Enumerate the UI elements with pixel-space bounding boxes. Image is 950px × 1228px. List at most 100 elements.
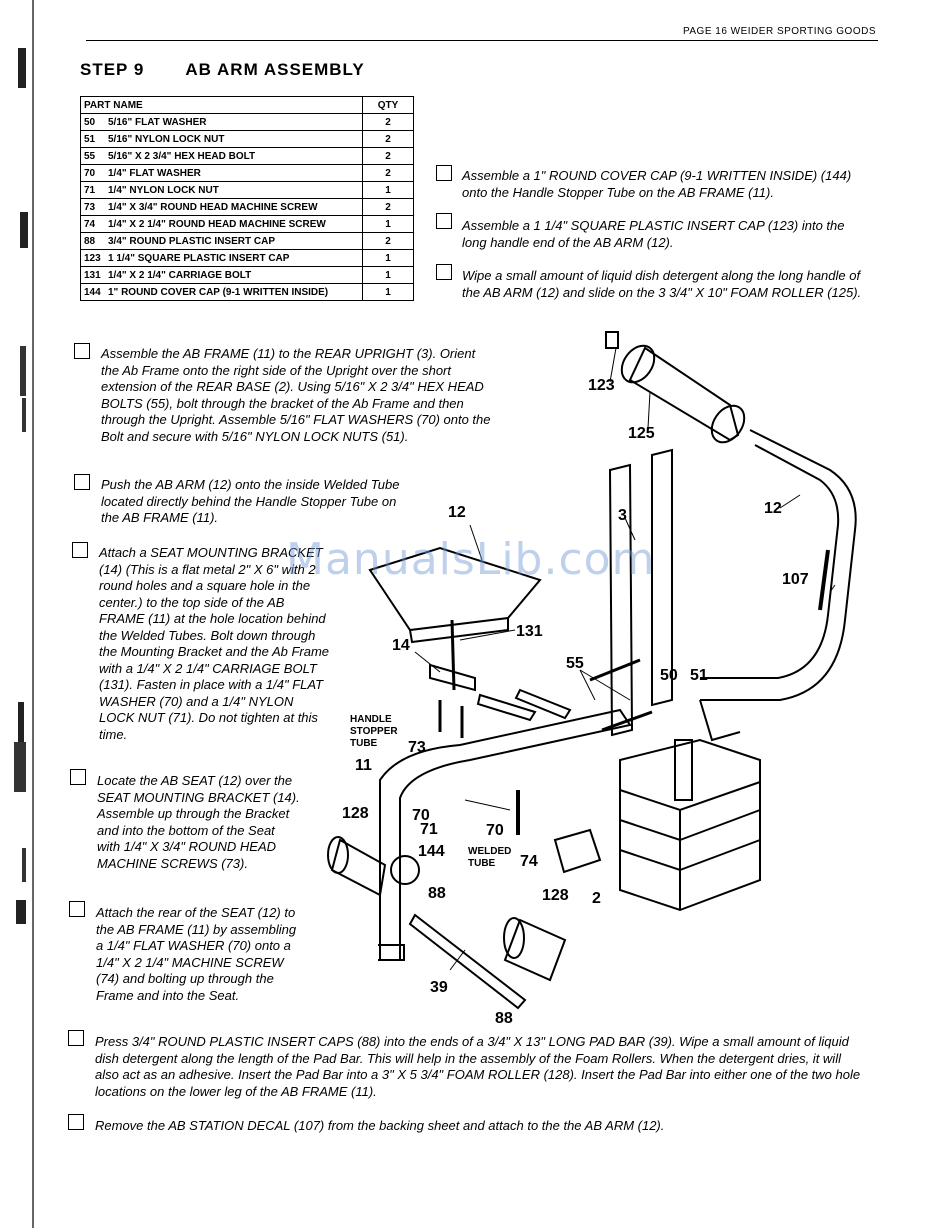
part-cell: 55 5/16" X 2 3/4" HEX HEAD BOLT	[80, 147, 363, 165]
foam-roller-125	[620, 344, 746, 444]
checkbox-left-5[interactable]	[69, 901, 85, 917]
checkbox-left-1[interactable]	[74, 343, 90, 359]
part-cell: 123 1 1/4" SQUARE PLASTIC INSERT CAP	[80, 249, 363, 267]
label-128-left: 128	[342, 805, 369, 822]
label-39: 39	[430, 979, 448, 996]
checkbox-bottom-2[interactable]	[68, 1114, 84, 1130]
part-name: 5/16" X 2 3/4" HEX HEAD BOLT	[108, 150, 256, 162]
label-handle-line3: TUBE	[350, 738, 378, 749]
table-row: 123 1 1/4" SQUARE PLASTIC INSERT CAP 1	[80, 249, 414, 267]
ab-seat-12	[368, 546, 542, 632]
instruction-left-2: Push the AB ARM (12) onto the inside Wel…	[101, 477, 400, 525]
label-12-arm: 12	[764, 500, 782, 517]
label-12-seat: 12	[448, 504, 466, 521]
instruction-right-3: Wipe a small amount of liquid dish deter…	[462, 268, 862, 300]
instruction-left-1: Assemble the AB FRAME (11) to the REAR U…	[101, 346, 491, 444]
instruction-left-3: Attach a SEAT MOUNTING BRACKET (14) (Thi…	[99, 545, 330, 742]
checkbox-left-3[interactable]	[72, 542, 88, 558]
part-number: 50	[84, 116, 96, 128]
label-88-bottom: 88	[495, 1010, 513, 1027]
part-number: 51	[84, 133, 96, 145]
part-name: 1 1/4" SQUARE PLASTIC INSERT CAP	[108, 252, 290, 264]
part-name: 3/4" ROUND PLASTIC INSERT CAP	[108, 235, 275, 247]
instruction-right-1: Assemble a 1" ROUND COVER CAP (9-1 WRITT…	[462, 168, 852, 200]
mounting-bracket-14	[429, 663, 476, 692]
label-70-right: 70	[486, 822, 504, 839]
part-qty: 1	[362, 215, 414, 233]
cover-cap-144	[390, 855, 420, 885]
checkbox-left-4[interactable]	[70, 769, 86, 785]
label-11: 11	[355, 757, 372, 774]
label-51: 51	[690, 667, 708, 684]
checkbox-right-2[interactable]	[436, 213, 452, 229]
header-qty: QTY	[362, 96, 414, 114]
label-131: 131	[516, 623, 543, 640]
checkbox-left-2[interactable]	[74, 474, 90, 490]
part-number: 70	[84, 167, 96, 179]
part-name: 1/4" NYLON LOCK NUT	[108, 184, 219, 196]
label-70-left: 70	[412, 807, 430, 824]
checkbox-right-3[interactable]	[436, 264, 452, 280]
label-144: 144	[418, 843, 445, 860]
part-number: 74	[84, 218, 96, 230]
part-qty: 1	[362, 283, 414, 301]
table-header-row: PART NAME QTY	[80, 96, 414, 114]
ab-frame-11	[379, 708, 632, 961]
instruction-left-4: Locate the AB SEAT (12) over the SEAT MO…	[97, 773, 300, 871]
rear-upright-3	[651, 448, 673, 707]
label-55: 55	[566, 655, 584, 672]
label-welded-line1: WELDED	[468, 846, 511, 857]
label-71: 71	[420, 821, 438, 838]
label-2: 2	[592, 890, 601, 907]
assembly-diagram: 123 125 12 3 12 107 131 14 55 50 51 73 1…	[327, 331, 857, 1027]
part-qty: 2	[362, 113, 414, 131]
header-text: PAGE 16 WEIDER SPORTING GOODS	[682, 26, 876, 37]
label-handle-line2: STOPPER	[350, 726, 398, 737]
instruction-left-5: Attach the rear of the SEAT (12) to the …	[96, 905, 297, 1003]
foam-roller-128-left	[327, 836, 387, 897]
label-handle-line1: HANDLE	[350, 714, 392, 725]
foam-roller-128-right	[503, 917, 567, 982]
insert-cap-123	[605, 331, 619, 349]
label-88-top: 88	[428, 885, 446, 902]
part-number: 123	[84, 252, 101, 264]
label-73: 73	[408, 739, 426, 756]
label-welded-line2: TUBE	[468, 858, 496, 869]
part-number: 55	[84, 150, 96, 162]
part-qty: 1	[362, 249, 414, 267]
header-part-name: PART NAME	[80, 96, 363, 114]
pad-bar-39	[408, 913, 527, 1010]
part-number: 71	[84, 184, 96, 196]
part-qty: 2	[362, 130, 414, 148]
checkbox-right-1[interactable]	[436, 165, 452, 181]
checkbox-bottom-1[interactable]	[68, 1030, 84, 1046]
label-3: 3	[618, 507, 627, 524]
label-125: 125	[628, 425, 655, 442]
part-qty: 1	[362, 266, 414, 284]
step-number: STEP 9	[80, 60, 145, 79]
weight-stack	[619, 738, 761, 912]
watermark: ManualsLib.com	[286, 534, 656, 585]
ab-arm-12	[700, 429, 857, 701]
part-name: 1/4" X 3/4" ROUND HEAD MACHINE SCREW	[108, 201, 318, 213]
part-qty: 2	[362, 198, 414, 216]
label-128-right: 128	[542, 887, 569, 904]
instruction-right-2: Assemble a 1 1/4" SQUARE PLASTIC INSERT …	[462, 218, 845, 250]
